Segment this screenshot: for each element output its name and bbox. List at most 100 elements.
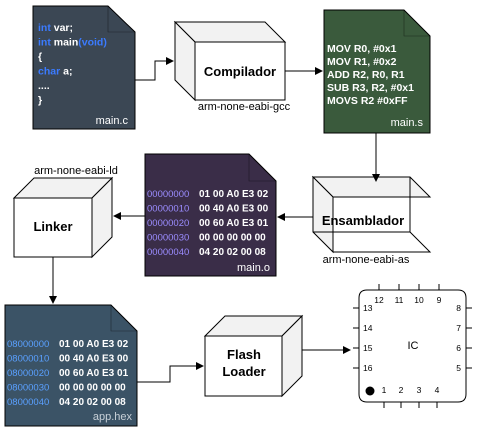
ic-pin-label: 14 (363, 323, 373, 333)
ic-pin-label: 3 (417, 385, 422, 395)
source-code-token: .... (38, 80, 50, 92)
hex-addr: 08000010 (7, 354, 49, 365)
ic-pin-label: 16 (363, 363, 373, 373)
linker-label: Linker (33, 219, 72, 234)
source-code-token: (void) (78, 37, 107, 49)
obj-file-doc-shape (144, 153, 277, 277)
ic-pin-label: 11 (395, 295, 404, 305)
obj-bytes: 00 40 A0 E3 00 (199, 204, 269, 215)
source-code-token: a; (63, 66, 72, 78)
flash-loader-front-face (204, 335, 283, 397)
hex-bytes: 00 60 A0 E3 01 (59, 368, 129, 379)
arrow-hex-to-flash-loader (137, 362, 204, 383)
source-code-token: { (38, 51, 42, 63)
ic-pin-label: 15 (363, 343, 373, 353)
ic-pin-label: 8 (456, 303, 461, 313)
hex-addr: 08000030 (7, 383, 49, 394)
source-code-token: int (38, 22, 51, 34)
hex-bytes: 01 00 A0 E3 02 (59, 339, 129, 350)
asm-file-name: main.s (391, 117, 424, 129)
asm-file-doc-shape (323, 9, 431, 134)
ic-pin-label: 4 (435, 385, 440, 395)
ic-pin-label: 9 (437, 295, 442, 305)
asm-code-line: MOV R1, #0x2 (327, 56, 397, 68)
hex-rows: 08000000 01 00 A0 E3 02 08000010 00 40 A0 E… (7, 339, 129, 408)
obj-addr: 00000030 (147, 233, 189, 244)
ic-pin-label: 5 (456, 363, 461, 373)
hex-addr: 08000000 (7, 339, 49, 350)
source-code-token: } (38, 95, 42, 107)
ic-pin-label: 6 (456, 343, 461, 353)
source-code-line: char a; (38, 66, 72, 78)
assembler-label: Ensamblador (322, 213, 404, 228)
asm-code-line: MOVS R2 #0xFF (327, 95, 408, 107)
source-file-node: int var;int main(void){ char a; ....} ma… (32, 5, 136, 130)
hex-bytes: 04 20 02 00 08 (59, 397, 126, 408)
ic-label: IC (408, 340, 419, 352)
hex-file-node: 08000000 01 00 A0 E3 02 08000010 00 40 A0 E… (4, 304, 138, 427)
source-code-line: int var; (38, 22, 73, 34)
source-file-name: main.c (96, 115, 129, 127)
linker-front-face (13, 197, 93, 258)
assembler-front-outline (313, 177, 432, 253)
hex-addr: 08000020 (7, 368, 49, 379)
hex-bytes: 00 40 A0 E3 00 (59, 354, 129, 365)
obj-bytes: 01 00 A0 E3 02 (199, 189, 269, 200)
assembler-tool-label: arm-none-eabi-as (323, 254, 410, 266)
source-code-token: char (38, 66, 63, 78)
compiler-front-face (194, 41, 286, 101)
hex-addr: 08000040 (7, 397, 49, 408)
ic-pin-label: 12 (374, 295, 384, 305)
flash-loader-node: Flash Loader (203, 314, 304, 398)
asm-code-line: MOV R0, #0x1 (327, 43, 397, 55)
obj-file-name: main.o (237, 262, 270, 274)
source-code-line: .... (38, 80, 50, 92)
source-code-line: { (38, 51, 42, 63)
source-code-lines: int var;int main(void){ char a; ....} (38, 22, 107, 107)
asm-code-line: ADD R2, R0, R1 (327, 69, 405, 81)
asm-code-line: SUB R3, R2, #0x1 (327, 82, 414, 94)
obj-addr: 00000010 (147, 204, 189, 215)
obj-hex-rows: 00000000 01 00 A0 E3 02 00000010 00 40 A0 E… (147, 189, 269, 258)
ic-pin-label: 2 (399, 385, 404, 395)
source-code-token: int (38, 37, 54, 49)
source-code-token: main (54, 37, 79, 49)
flash-loader-label-line1: Flash (227, 347, 261, 362)
linker-node: Linker (12, 176, 114, 259)
obj-addr: 00000040 (147, 247, 189, 258)
hex-file-doc-shape (4, 304, 138, 427)
source-code-line: int main(void) (38, 37, 107, 49)
asm-file-fold (403, 10, 430, 37)
ic-chip-body (358, 289, 467, 403)
obj-addr: 00000000 (147, 189, 189, 200)
obj-bytes: 00 00 00 00 00 (199, 233, 266, 244)
compiler-label: Compilador (204, 64, 276, 79)
obj-file-fold (248, 154, 276, 182)
obj-bytes: 04 20 02 00 08 (199, 247, 266, 258)
source-file-fold (107, 6, 135, 33)
hex-file-name: app.hex (93, 411, 133, 423)
compiler-node: Compilador (173, 20, 287, 102)
hex-bytes: 00 00 00 00 00 (59, 383, 126, 394)
obj-file-node: 00000000 01 00 A0 E3 02 00000010 00 40 A0 E… (144, 153, 277, 277)
obj-bytes: 00 60 A0 E3 01 (199, 218, 269, 229)
flash-loader-label-line2: Loader (222, 364, 265, 379)
ic-pin-label: 13 (363, 303, 373, 313)
source-code-line: } (38, 95, 42, 107)
ic-pin-label: 7 (456, 323, 461, 333)
hex-file-fold (110, 305, 137, 332)
assembler-node: Ensamblador (311, 175, 432, 254)
linker-tool-label: arm-none-eabi-ld (34, 165, 118, 177)
arrow-source-to-compiler (135, 57, 174, 81)
ic-pin1-marker (365, 386, 375, 396)
ic-pin-label: 1 (382, 385, 387, 395)
source-code-token: var; (51, 22, 73, 34)
compiler-tool-label: arm-none-eabi-gcc (198, 101, 291, 113)
obj-addr: 00000020 (147, 218, 189, 229)
ic-pin-label: 10 (414, 295, 424, 305)
